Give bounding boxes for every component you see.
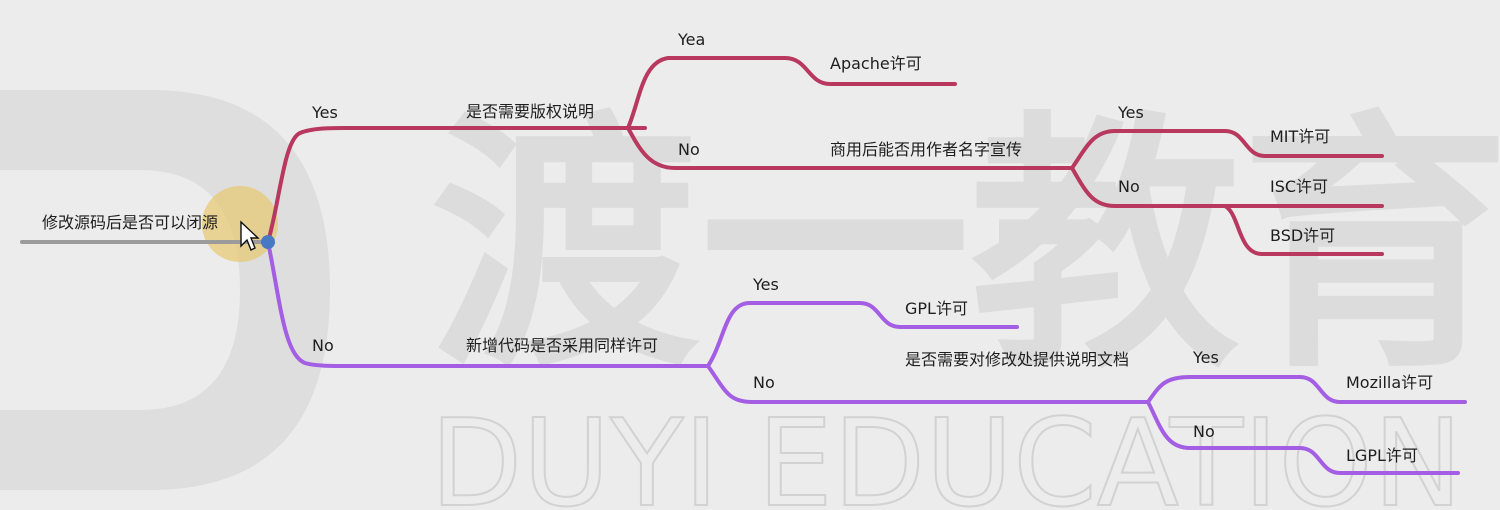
edge-label-no-author: No bbox=[1118, 177, 1140, 196]
node-lgpl-license[interactable]: LGPL许可 bbox=[1346, 446, 1418, 465]
edge-doc-yes bbox=[1146, 375, 1467, 404]
mouse-cursor-icon bbox=[240, 220, 260, 251]
edge-copyright-no bbox=[626, 126, 1074, 170]
edge-author-yes bbox=[1070, 129, 1384, 170]
edge-label-yes-newcode: Yes bbox=[753, 275, 779, 294]
edge-label-yes-author: Yes bbox=[1118, 103, 1144, 122]
edge-label-yes-doc: Yes bbox=[1193, 348, 1219, 367]
node-author-name-question[interactable]: 商用后能否用作者名字宣传 bbox=[830, 140, 1023, 159]
edge-root-yes bbox=[266, 126, 647, 244]
edge-newcode-no bbox=[706, 364, 1150, 404]
node-copyright-question[interactable]: 是否需要版权说明 bbox=[466, 102, 595, 121]
node-doc-question[interactable]: 是否需要对修改处提供说明文档 bbox=[905, 350, 1130, 369]
edge-author-no bbox=[1070, 166, 1384, 208]
edge-copyright-yea bbox=[626, 56, 957, 130]
node-gpl-license[interactable]: GPL许可 bbox=[905, 299, 968, 318]
edge-label-no: No bbox=[312, 336, 334, 355]
root-connector-dot[interactable] bbox=[261, 235, 275, 249]
node-same-license-question[interactable]: 新增代码是否采用同样许可 bbox=[466, 336, 659, 355]
node-mit-license[interactable]: MIT许可 bbox=[1270, 127, 1331, 146]
edge-no-bsd bbox=[1223, 204, 1384, 256]
node-isc-license[interactable]: ISC许可 bbox=[1270, 177, 1329, 196]
edge-label-no-doc: No bbox=[1193, 422, 1215, 441]
edge-doc-no bbox=[1146, 400, 1460, 475]
edge-label-no-newcode: No bbox=[753, 373, 775, 392]
node-mozilla-license[interactable]: Mozilla许可 bbox=[1346, 373, 1434, 392]
edge-label-no-copyright: No bbox=[678, 140, 700, 159]
node-apache-license[interactable]: Apache许可 bbox=[830, 54, 922, 73]
edge-newcode-yes bbox=[706, 301, 1019, 368]
node-bsd-license[interactable]: BSD许可 bbox=[1270, 226, 1336, 245]
root-node-label[interactable]: 修改源码后是否可以闭源 bbox=[42, 213, 219, 232]
edge-root-no bbox=[266, 240, 710, 368]
edge-label-yes: Yes bbox=[312, 103, 338, 122]
edge-label-yea: Yea bbox=[678, 30, 706, 49]
